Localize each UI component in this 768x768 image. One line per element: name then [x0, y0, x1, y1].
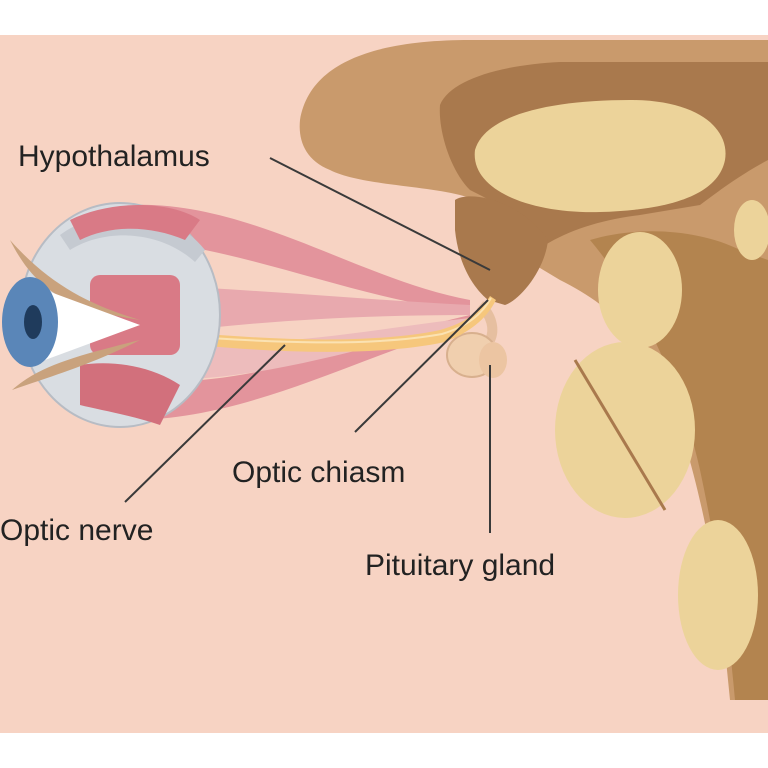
hypothalamus-leader-line [269, 157, 491, 271]
optic-nerve-label: Optic nerve [0, 514, 153, 547]
hypothalamus-region [455, 196, 548, 305]
optic-chiasm-label: Optic chiasm [232, 456, 405, 489]
pupil [24, 305, 42, 339]
cornea-wedge [45, 290, 140, 360]
eyelid-lower [12, 340, 140, 390]
brain-cross-section [299, 40, 768, 701]
midbrain-lobe [598, 232, 682, 348]
optic-nerve-leader-line [124, 344, 286, 503]
medulla-lobe [678, 520, 758, 670]
pons-lobe [555, 342, 695, 518]
cerebellum-edge [734, 200, 768, 260]
inferior-muscle [80, 363, 180, 425]
optic-chiasm-leader-line [354, 299, 489, 433]
corpus-callosum-region [474, 100, 726, 213]
hypothalamus-label: Hypothalamus [18, 140, 210, 173]
optic-nerve-shape [165, 296, 496, 352]
pons-line [573, 359, 667, 511]
eyeball [2, 202, 221, 428]
superior-muscle [70, 205, 200, 240]
pituitary-gland-label: Pituitary gland [365, 549, 555, 582]
